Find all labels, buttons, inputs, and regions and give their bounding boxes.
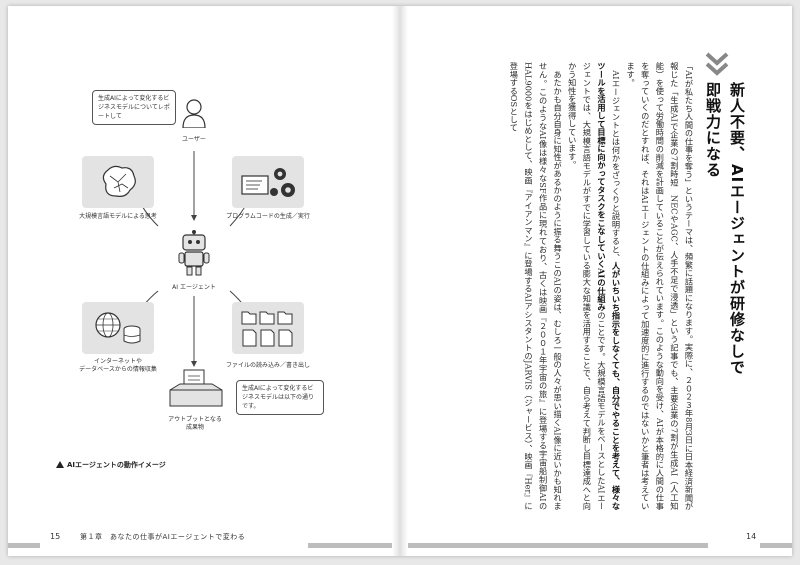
code-node bbox=[232, 156, 304, 208]
brain-icon bbox=[102, 165, 136, 197]
user-label: ユーザー bbox=[182, 136, 206, 143]
files-node bbox=[232, 302, 304, 354]
diagram-arrows bbox=[129, 151, 261, 367]
paragraph-2-intro: AIエージェントとは何かをざっくりと説明すると、 bbox=[611, 70, 622, 262]
computer-gears-icon bbox=[241, 168, 295, 197]
right-footer-bar bbox=[408, 541, 792, 549]
right-page-number: 14 bbox=[746, 532, 757, 541]
code-label: プログラムコードの生成／実行 bbox=[226, 213, 310, 220]
book-spread: 生成AIによって変化するビジネスモデルについてレポートして ユーザー 大規模言語… bbox=[8, 6, 792, 556]
heading-line-2: AIエージェントが研修なしで bbox=[728, 164, 746, 376]
chapter-title: 第１章 あなたの仕事がAIエージェントで変わる bbox=[80, 533, 246, 541]
heading-line-3: 即戦力になる bbox=[704, 82, 722, 178]
robot-icon bbox=[178, 230, 210, 276]
user-speech-bubble: 生成AIによって変化するビジネスモデルについてレポートして bbox=[92, 90, 176, 125]
paragraph-1: 「AIが私たち人間の仕事を奪う」というテーマは、頻繁に話題になります。実際に、２… bbox=[625, 62, 694, 510]
agent-label: AI エージェント bbox=[172, 284, 216, 291]
triangle-icon bbox=[56, 461, 64, 468]
paragraph-2-bold: 人がいちいち指示をしなくても、自分でやることを考えて、様々なツールを活用して目標… bbox=[596, 62, 622, 510]
llm-node bbox=[82, 156, 154, 208]
body-text: 「AIが私たち人間の仕事を奪う」というテーマは、頻繁に話題になります。実際に、２… bbox=[424, 62, 696, 510]
paragraph-3: あたかも自分自身に知性があるかのように振る舞うこのAIの姿は、むしろ一般の人々が… bbox=[508, 62, 563, 510]
left-page-number: 15 bbox=[50, 532, 61, 541]
output-label-2: 成果物 bbox=[185, 424, 204, 431]
output-tray-icon bbox=[169, 369, 223, 407]
double-chevron-icon bbox=[705, 52, 729, 76]
figure-caption: AIエージェントの動作イメージ bbox=[56, 460, 166, 470]
user-icon bbox=[182, 99, 206, 128]
internet-node bbox=[82, 302, 154, 354]
folders-icon bbox=[241, 311, 293, 347]
left-footer-bar bbox=[8, 541, 392, 549]
book-gutter bbox=[392, 6, 408, 556]
files-label: ファイルの読み込み／書き出し bbox=[225, 362, 310, 369]
heading-line-1: 新人不要、 bbox=[728, 82, 746, 162]
internet-label-1: インターネットや bbox=[93, 358, 142, 365]
output-speech-bubble: 生成AIによって変化するビジネスモデルは以下の通りです。 bbox=[236, 380, 324, 415]
paragraph-2-rest: のことです。大規模言語モデルをベースとしたAIエージェントでは、大規模言語モデル… bbox=[567, 62, 607, 510]
internet-label-2: データベースからの情報収集 bbox=[79, 366, 157, 373]
llm-label: 大規模言語モデルによる思考 bbox=[79, 213, 157, 220]
output-label-1: アウトプットとなる bbox=[168, 416, 222, 423]
globe-database-icon bbox=[95, 312, 141, 344]
